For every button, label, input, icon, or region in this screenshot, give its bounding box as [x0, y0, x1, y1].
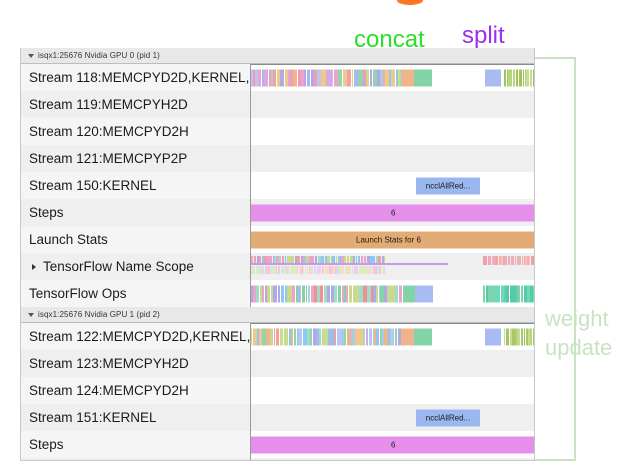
timeline-track[interactable]: [251, 350, 534, 377]
trace-slice-group[interactable]: [504, 328, 534, 345]
timeline-track[interactable]: Launch Stats for 6: [251, 226, 534, 253]
timeline-track[interactable]: 6: [251, 199, 534, 226]
name-scope-line: [251, 263, 448, 265]
annotation-label-split: split: [462, 22, 505, 49]
timeline-track[interactable]: ncclAllRed...: [251, 404, 534, 431]
trace-slice-group[interactable]: [251, 69, 401, 86]
track-divider: [251, 64, 534, 65]
weight-update-line-1: weight: [545, 306, 609, 331]
timeline-row[interactable]: TensorFlow Ops: [21, 280, 534, 307]
timeline-row[interactable]: Stream 118:MEMCPYD2D,KERNEL,ME: [21, 64, 534, 91]
timeline-row-label: Stream 122:MEMCPYD2D,KERNEL,MI: [21, 323, 251, 350]
trace-slice[interactable]: [403, 285, 415, 302]
timeline-track[interactable]: 6: [251, 431, 534, 458]
timeline-track[interactable]: [251, 323, 534, 350]
timeline-row-label: Steps: [21, 431, 251, 458]
chevron-down-icon[interactable]: [28, 53, 34, 58]
timeline-track[interactable]: [251, 145, 534, 172]
timeline-row-label: Stream 118:MEMCPYD2D,KERNEL,ME: [21, 64, 251, 91]
trace-slice-group[interactable]: [483, 256, 534, 265]
group-header[interactable]: isqx1:25676 Nvidia GPU 0 (pid 1): [21, 48, 534, 64]
row-label-text: Stream 118:MEMCPYD2D,KERNEL,ME: [29, 70, 251, 85]
nccl-allreduce-slice[interactable]: ncclAllRed...: [416, 177, 480, 194]
trace-viewer-panel[interactable]: isqx1:25676 Nvidia GPU 0 (pid 1) Stream 1…: [20, 48, 535, 461]
weight-update-line-2: update: [545, 334, 613, 360]
timeline-track[interactable]: [251, 64, 534, 91]
timeline-row-label: Launch Stats: [21, 226, 251, 253]
trace-slice-group[interactable]: [251, 285, 403, 302]
chevron-down-icon[interactable]: [28, 312, 34, 317]
timeline-row-label: Stream 123:MEMCPYH2D: [21, 350, 251, 377]
timeline-row[interactable]: Stream 120:MEMCPYD2H: [21, 118, 534, 145]
trace-slice[interactable]: [401, 328, 414, 345]
trace-slice[interactable]: [414, 328, 432, 345]
nccl-allreduce-slice[interactable]: ncclAllRed...: [416, 409, 480, 426]
timeline-row[interactable]: Stream 122:MEMCPYD2D,KERNEL,MI: [21, 323, 534, 350]
annotation-label-weight-update: weight update: [545, 305, 612, 362]
trace-slice-group[interactable]: [251, 256, 385, 265]
group-header-label: isqx1:25676 Nvidia GPU 1 (pid 2): [38, 310, 160, 319]
timeline-row-label: Stream 119:MEMCPYH2D: [21, 91, 251, 118]
timeline-row[interactable]: TensorFlow Name Scope: [21, 458, 534, 460]
row-label-text: Stream 121:MEMCPYP2P: [29, 151, 188, 166]
trace-slice-group[interactable]: [251, 328, 401, 345]
trace-slice[interactable]: [414, 69, 432, 86]
timeline-row-label: TensorFlow Ops: [21, 280, 251, 307]
row-label-text: Stream 120:MEMCPYD2H: [29, 124, 189, 139]
row-label-text: Launch Stats: [29, 232, 108, 247]
timeline-track[interactable]: [251, 118, 534, 145]
timeline-row[interactable]: Steps 6: [21, 431, 534, 458]
timeline-track[interactable]: ncclAllRed...: [251, 172, 534, 199]
row-label-text: TensorFlow Ops: [29, 286, 127, 301]
timeline-row[interactable]: Stream 151:KERNEL ncclAllRed...: [21, 404, 534, 431]
row-label-text: Steps: [29, 437, 64, 452]
row-label-text: Stream 151:KERNEL: [29, 410, 157, 425]
timeline-row-label: Steps: [21, 199, 251, 226]
launch-stats-slice[interactable]: Launch Stats for 6: [251, 231, 534, 248]
timeline-track[interactable]: [251, 91, 534, 118]
timeline-row[interactable]: Stream 124:MEMCPYD2H: [21, 377, 534, 404]
step-slice[interactable]: 6: [251, 436, 534, 453]
row-label-text: Stream 119:MEMCPYH2D: [29, 97, 188, 112]
group-header-label: isqx1:25676 Nvidia GPU 0 (pid 1): [38, 51, 160, 60]
timeline-row-label: Stream 150:KERNEL: [21, 172, 251, 199]
trace-slice-group[interactable]: [483, 285, 534, 302]
orange-marker-icon: [397, 0, 423, 5]
timeline-track[interactable]: [251, 253, 534, 280]
timeline-row[interactable]: Stream 119:MEMCPYH2D: [21, 91, 534, 118]
timeline-row[interactable]: Stream 123:MEMCPYH2D: [21, 350, 534, 377]
timeline-row[interactable]: Launch Stats Launch Stats for 6: [21, 226, 534, 253]
timeline-row-label: Stream 120:MEMCPYD2H: [21, 118, 251, 145]
trace-slice[interactable]: [401, 69, 414, 86]
timeline-row-label: Stream 124:MEMCPYD2H: [21, 377, 251, 404]
timeline-track[interactable]: [251, 280, 534, 307]
row-label-text: Steps: [29, 205, 64, 220]
row-label-text: TensorFlow Name Scope: [43, 259, 194, 274]
timeline-row-label: TensorFlow Name Scope: [21, 458, 251, 460]
timeline-row-label: Stream 151:KERNEL: [21, 404, 251, 431]
timeline-row[interactable]: Steps 6: [21, 199, 534, 226]
chevron-right-icon[interactable]: [32, 263, 36, 270]
trace-slice-group[interactable]: [504, 69, 534, 86]
trace-slice[interactable]: [415, 285, 433, 302]
row-label-text: Stream 123:MEMCPYH2D: [29, 356, 189, 371]
timeline-row-label: Stream 121:MEMCPYP2P: [21, 145, 251, 172]
track-divider: [251, 323, 534, 324]
row-label-text: Stream 150:KERNEL: [29, 178, 157, 193]
step-slice[interactable]: 6: [251, 204, 534, 221]
timeline-row[interactable]: Stream 121:MEMCPYP2P: [21, 145, 534, 172]
row-label-text: Stream 124:MEMCPYD2H: [29, 383, 189, 398]
timeline-track[interactable]: [251, 377, 534, 404]
row-label-text: Stream 122:MEMCPYD2D,KERNEL,MI: [29, 329, 251, 344]
timeline-row[interactable]: TensorFlow Name Scope: [21, 253, 534, 280]
trace-slice[interactable]: [485, 328, 501, 345]
group-header[interactable]: isqx1:25676 Nvidia GPU 1 (pid 2): [21, 307, 534, 323]
timeline-row[interactable]: Stream 150:KERNEL ncclAllRed...: [21, 172, 534, 199]
timeline-row-label: TensorFlow Name Scope: [21, 253, 251, 280]
trace-slice-group[interactable]: [251, 266, 385, 274]
trace-slice[interactable]: [485, 69, 501, 86]
